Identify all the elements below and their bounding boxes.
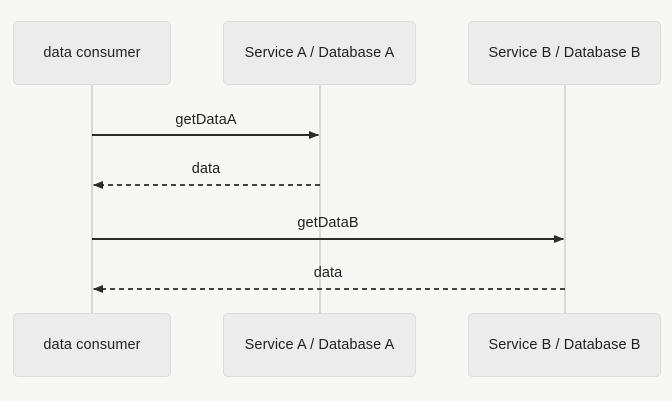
participant-label-consumer-bottom: data consumer (43, 337, 141, 353)
participant-box-serviceA-top[interactable]: Service A / Database A (223, 21, 416, 85)
participant-label-serviceB-top: Service B / Database B (488, 45, 641, 61)
participant-box-serviceB-top[interactable]: Service B / Database B (468, 21, 661, 85)
participant-box-serviceB-bottom[interactable]: Service B / Database B (468, 313, 661, 377)
participant-label-serviceB-bottom: Service B / Database B (488, 337, 641, 353)
participant-label-serviceA-top: Service A / Database A (244, 45, 395, 61)
message-label-1: data (191, 161, 221, 177)
message-label-3: data (313, 265, 343, 281)
participant-box-consumer-bottom[interactable]: data consumer (13, 313, 171, 377)
lifeline-group (91, 85, 566, 313)
participant-label-serviceA-bottom: Service A / Database A (244, 337, 395, 353)
participant-box-serviceA-bottom[interactable]: Service A / Database A (223, 313, 416, 377)
participant-box-consumer-top[interactable]: data consumer (13, 21, 171, 85)
message-label-2: getDataB (297, 215, 359, 231)
message-label-0: getDataA (175, 112, 237, 128)
participant-label-consumer-top: data consumer (43, 45, 141, 61)
message-arrow-group (92, 131, 565, 293)
